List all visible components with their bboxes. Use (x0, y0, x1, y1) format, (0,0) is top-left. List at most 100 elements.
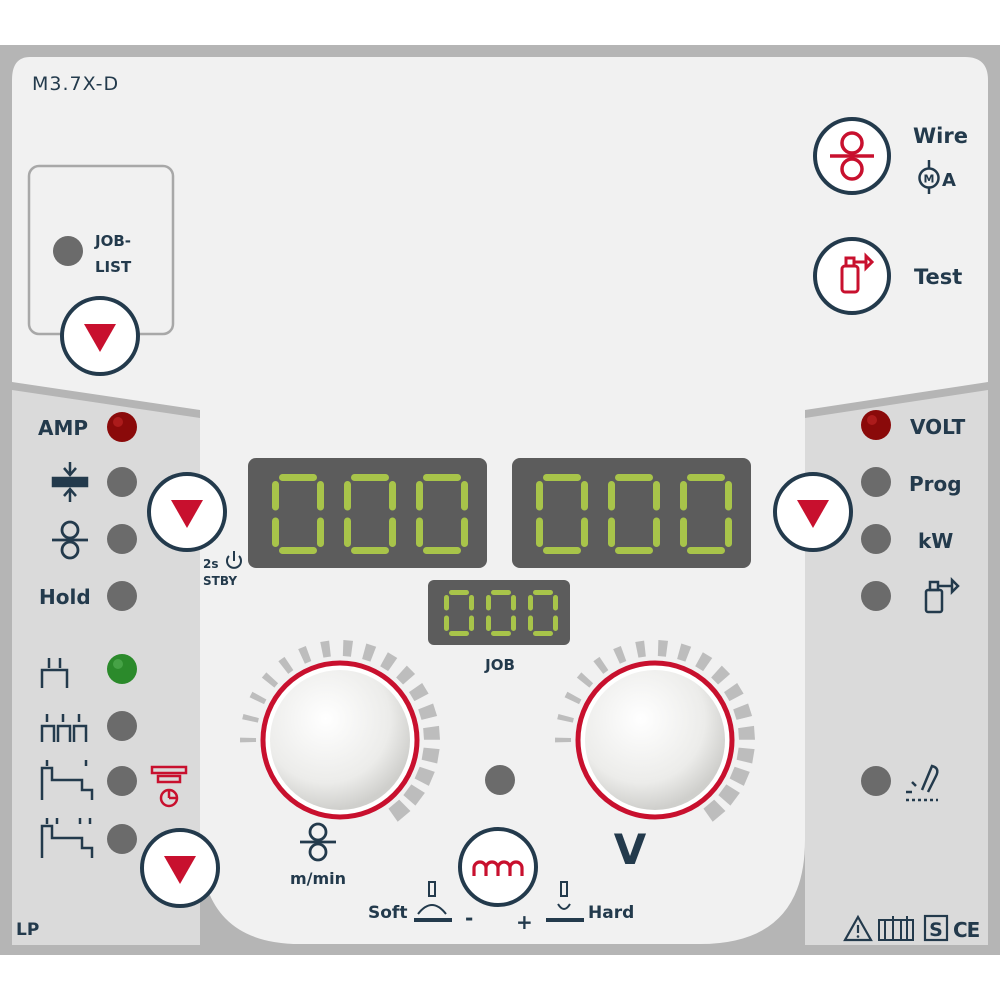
down-arrow-icon (797, 500, 829, 528)
kw-label: kW (918, 529, 953, 553)
prog-label: Prog (909, 472, 962, 496)
digit-segment (279, 474, 317, 481)
hard-label: Hard (588, 903, 634, 923)
digit-segment (608, 481, 615, 511)
scale-tick (695, 652, 713, 672)
plus-label: + (516, 910, 533, 934)
scale-tick (249, 691, 267, 705)
wire-feed-icon (830, 131, 874, 181)
arc-dynamics-button[interactable] (458, 827, 538, 907)
digit-segment (511, 595, 516, 611)
digit-segment (272, 481, 279, 511)
digit-segment (416, 517, 423, 547)
amp-led (107, 412, 137, 442)
left-knob-scale (240, 640, 440, 822)
hard-arc-icon (546, 881, 584, 922)
soft-label: Soft (368, 903, 407, 923)
four-step-mode-icon (40, 714, 88, 742)
scale-tick (242, 713, 259, 723)
job-list-label-line2: LIST (95, 258, 132, 276)
scale-tick (362, 643, 377, 662)
wire-speed-icon (52, 520, 88, 560)
wire-button[interactable] (813, 117, 891, 195)
standby-label: STBY (203, 574, 237, 588)
digit-segment (528, 595, 533, 611)
job-list-label-line1: JOB- (94, 232, 131, 250)
digit-segment (461, 481, 468, 511)
gas-cylinder-small-icon (924, 576, 960, 614)
scale-tick (409, 683, 429, 702)
volt-label: VOLT (910, 415, 966, 439)
digit-segment (344, 481, 351, 511)
gas-led (861, 581, 891, 611)
job-label: JOB (484, 656, 515, 674)
job-list-button[interactable] (60, 296, 140, 376)
scale-tick (718, 784, 740, 806)
motor-ampere-icon: M A (918, 160, 956, 194)
scale-tick (421, 747, 440, 764)
digit-segment (533, 631, 553, 636)
digit-segment (615, 547, 653, 554)
scale-tick (555, 737, 572, 743)
scale-tick (320, 640, 331, 658)
wire-speed-knob[interactable] (260, 660, 420, 820)
digit-segment (528, 615, 533, 631)
scale-tick (423, 725, 440, 740)
scale-tick (418, 703, 438, 720)
digit-segment (680, 481, 687, 511)
scale-tick (613, 646, 627, 664)
digit-segment (444, 595, 449, 611)
scale-tick (736, 747, 755, 764)
left-select-button[interactable] (147, 472, 227, 552)
special-four-step-icon (40, 818, 94, 858)
digit-segment (486, 595, 491, 611)
ampere-letter: A (942, 170, 956, 191)
two-step-led-glare (113, 659, 123, 669)
right-side-panel (805, 390, 988, 945)
scale-tick (298, 646, 312, 664)
power-icon (226, 551, 242, 569)
scale-tick (396, 665, 416, 685)
scale-tick (261, 672, 279, 688)
digit-segment (536, 481, 543, 511)
down-arrow-icon (164, 856, 196, 884)
digit-segment (449, 590, 469, 595)
right-display-digits (536, 474, 732, 554)
voltage-knob[interactable] (575, 660, 735, 820)
gas-test-button[interactable] (813, 237, 891, 315)
center-indicator-led (485, 765, 515, 795)
material-thickness-led (107, 467, 137, 497)
two-step-mode-icon (40, 658, 69, 688)
digit-segment (653, 481, 660, 511)
digit-segment (351, 474, 389, 481)
volt-led (861, 410, 891, 440)
scale-tick (557, 713, 574, 723)
voltage-unit: V (614, 825, 647, 874)
digit-segment (416, 481, 423, 511)
minus-label: - (465, 906, 473, 930)
four-step-mode-led (107, 711, 137, 741)
volt-led-glare (867, 415, 877, 425)
down-arrow-icon (84, 324, 116, 352)
digit-segment (272, 517, 279, 547)
scale-tick (593, 656, 609, 674)
mode-select-button[interactable] (140, 828, 220, 908)
digit-segment (351, 547, 389, 554)
digit-segment (680, 517, 687, 547)
left-display-digits (272, 474, 468, 554)
digit-segment (449, 631, 469, 636)
digit-segment (469, 595, 474, 611)
digit-segment (344, 517, 351, 547)
standby-time-label: 2s (203, 557, 219, 571)
warning-icon (843, 914, 873, 942)
scale-tick (380, 652, 398, 672)
right-select-button[interactable] (773, 472, 853, 552)
amp-label: AMP (38, 416, 88, 440)
scale-tick (711, 665, 731, 685)
right-knob-scale (555, 640, 755, 822)
special-two-step-icon (40, 760, 94, 800)
digit-segment (279, 547, 317, 554)
digit-segment (491, 590, 511, 595)
scale-tick (278, 656, 294, 674)
